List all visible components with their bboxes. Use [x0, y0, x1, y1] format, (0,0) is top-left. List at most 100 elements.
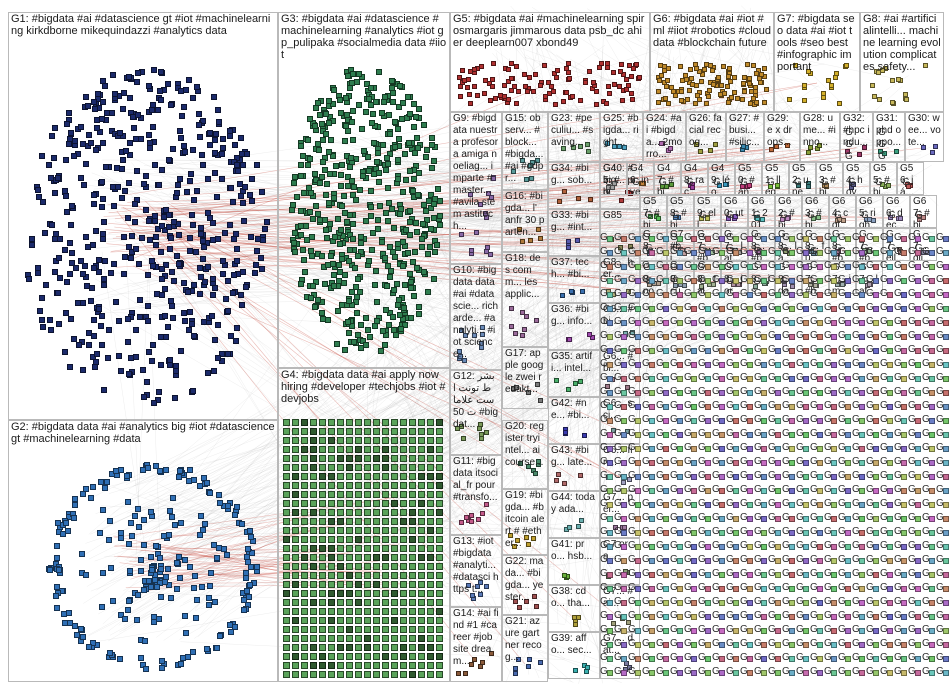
graph-node [382, 491, 389, 498]
graph-node [126, 540, 133, 547]
graph-edge [172, 208, 779, 229]
graph-node [319, 653, 326, 660]
graph-node [90, 192, 97, 199]
graph-node [929, 306, 935, 312]
graph-node [319, 473, 326, 480]
graph-node [719, 390, 725, 396]
graph-node [370, 230, 377, 237]
graph-edge [719, 114, 787, 169]
graph-node [400, 599, 407, 606]
graph-node [733, 460, 739, 466]
graph-node [319, 464, 326, 471]
graph-node [831, 250, 837, 256]
graph-node [789, 390, 795, 396]
graph-node [391, 225, 398, 232]
graph-node [901, 586, 907, 592]
group-g22: G22: mada... #bigda... yester... [502, 555, 548, 615]
group-g17: G17: apple google zwei redakt... [502, 347, 548, 409]
graph-node [562, 480, 568, 486]
graph-node [704, 101, 709, 107]
group-nodes [279, 369, 449, 681]
graph-node [90, 242, 97, 249]
graph-node [253, 247, 260, 254]
graph-node [629, 96, 635, 102]
graph-node [97, 529, 104, 536]
graph-node [108, 270, 115, 276]
graph-node [436, 509, 443, 516]
graph-node [555, 68, 561, 74]
graph-node [831, 236, 837, 242]
graph-node [943, 264, 949, 270]
graph-edge [382, 145, 859, 606]
graph-node [82, 263, 89, 270]
graph-node [337, 227, 344, 234]
graph-node [364, 662, 371, 669]
graph-node [77, 123, 84, 130]
graph-node [733, 348, 739, 354]
graph-node [607, 348, 613, 354]
graph-node [301, 608, 308, 615]
graph-node [350, 220, 357, 227]
graph-node [663, 502, 669, 508]
graph-node [220, 258, 227, 265]
group-label: G43: #big... late... [551, 445, 593, 468]
graph-node [126, 73, 133, 80]
group-label: G20: register tryintel... ai course... [505, 421, 544, 468]
graph-node [346, 644, 353, 651]
graph-node [301, 671, 308, 678]
graph-node [382, 671, 389, 678]
graph-node [419, 235, 426, 242]
graph-node [355, 545, 362, 552]
graph-node [427, 518, 434, 525]
graph-node [409, 635, 416, 642]
graph-edge [133, 238, 779, 249]
graph-node [204, 369, 211, 376]
graph-node [943, 488, 949, 494]
graph-node [82, 93, 89, 100]
graph-edge [85, 286, 832, 544]
graph-node [418, 455, 425, 462]
graph-node [418, 671, 425, 678]
graph-edge [373, 147, 807, 149]
graph-node [733, 572, 739, 578]
graph-node [337, 536, 344, 543]
graph-edge [519, 154, 719, 330]
graph-node [347, 211, 353, 218]
graph-node [301, 617, 308, 624]
graph-node [213, 130, 220, 137]
graph-node [400, 626, 407, 633]
graph-node [36, 194, 43, 201]
graph-node [478, 436, 484, 442]
graph-node [663, 348, 669, 354]
graph-node [747, 80, 753, 86]
graph-node [337, 545, 344, 552]
graph-node [915, 614, 921, 620]
graph-node [761, 544, 767, 550]
graph-node [904, 97, 910, 102]
graph-node [121, 271, 128, 278]
group-label: G14: #ai find #1 #career #job site dream… [453, 608, 499, 667]
graph-node [291, 248, 298, 255]
group-g15: G15: observ... #block... #bigda... #ai #… [502, 112, 548, 190]
graph-node [233, 325, 240, 332]
graph-node [761, 278, 767, 284]
graph-node [436, 536, 443, 543]
graph-node [120, 105, 127, 112]
graph-node [677, 320, 683, 326]
graph-node [831, 488, 837, 494]
graph-node [46, 567, 53, 574]
graph-node [337, 644, 344, 651]
graph-node [872, 93, 878, 99]
graph-node [346, 617, 353, 624]
graph-node [390, 90, 397, 97]
graph-node [77, 174, 84, 181]
group-label: G53: #bi... [819, 163, 836, 195]
graph-node [607, 558, 613, 564]
graph-node [291, 180, 298, 186]
graph-edge [403, 436, 555, 469]
graph-node [607, 320, 613, 326]
graph-node [134, 592, 141, 599]
graph-node [635, 376, 641, 382]
group-label: G41: pro... hsb... [551, 539, 593, 562]
graph-node [719, 628, 725, 634]
